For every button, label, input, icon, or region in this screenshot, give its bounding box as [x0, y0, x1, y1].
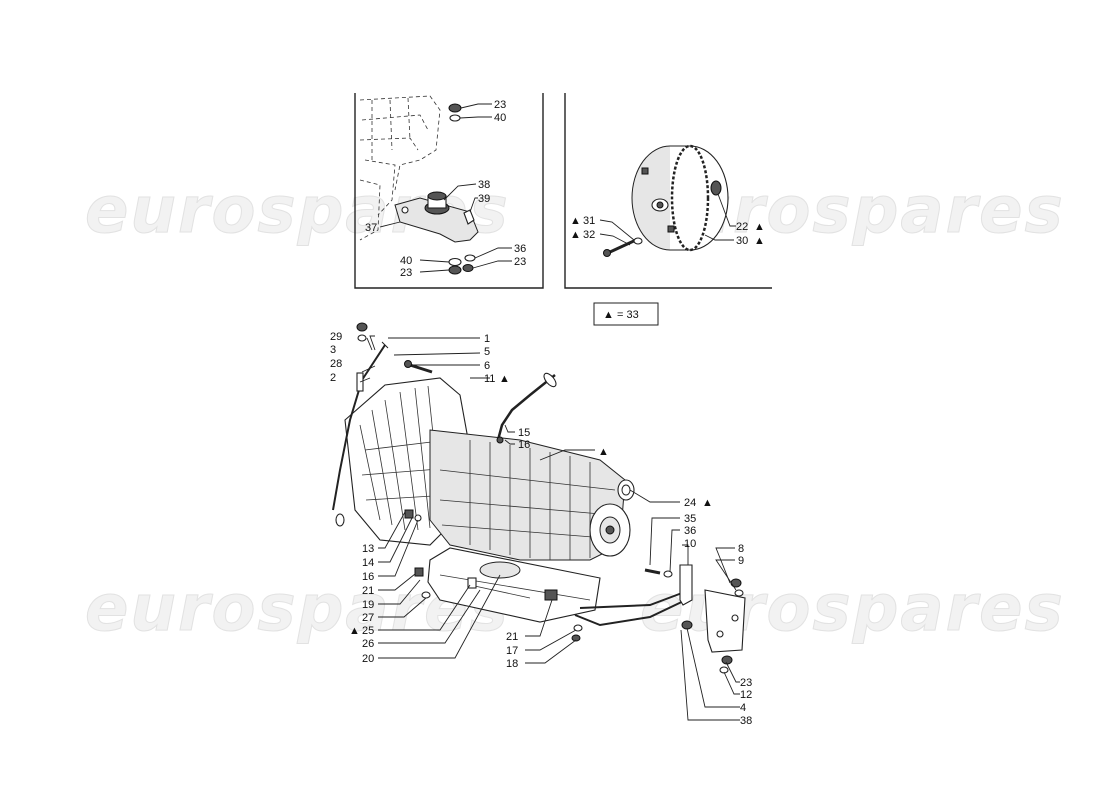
callout-label: 6 [484, 360, 490, 372]
callout-label: 23 [514, 256, 526, 268]
nut [448, 265, 462, 275]
legend-box: ▲ = 33 [593, 302, 659, 326]
triangle-marker: ▲ [570, 215, 581, 227]
watermark-text: eurospares [640, 572, 1065, 646]
callout-label: 23 [740, 677, 752, 689]
callout-label: 21 [506, 631, 518, 643]
nut [462, 264, 474, 272]
callout-label: 23 [494, 99, 506, 111]
drain-plug [544, 589, 558, 601]
callout-label: 4 [740, 702, 746, 714]
bracket-hole [401, 206, 409, 214]
callout-label: 37 [365, 222, 377, 234]
callout-label: 19 [362, 599, 374, 611]
callout-label: 36 [514, 243, 526, 255]
nut [448, 103, 462, 113]
callout-label: 21 [362, 585, 374, 597]
callout-label: 30 [736, 235, 748, 247]
callout-label: 16 [362, 571, 374, 583]
panel-frames [354, 93, 772, 289]
callout-label: 15 [518, 427, 530, 439]
mount-plate [704, 589, 746, 653]
callout-label: 23 [400, 267, 412, 279]
mount-detail: 23 40 38 39 37 36 40 23 23 [359, 95, 526, 279]
triangle-marker: ▲ [754, 221, 765, 233]
callout-label: 11 [484, 373, 495, 385]
bracket [679, 564, 693, 606]
triangle-marker: ▲ [570, 229, 581, 241]
callout-label: 2 [330, 372, 336, 384]
callout-label: 1 [484, 333, 490, 345]
callout-label: 13 [362, 543, 374, 555]
callout-label: 20 [362, 653, 374, 665]
callout-label: 31 [583, 215, 595, 227]
callout-label: 22 [736, 221, 748, 233]
washer [449, 114, 461, 122]
callout-label: 18 [506, 658, 518, 670]
callout-label: 38 [740, 715, 752, 727]
legend-text: = 33 [617, 309, 639, 321]
converter-panel-frame [564, 93, 772, 289]
callout-label: 12 [740, 689, 752, 701]
engine-outline [359, 95, 441, 241]
callout-label: 24 [684, 497, 696, 509]
triangle-marker: ▲ [499, 373, 510, 385]
callout-label: 8 [738, 543, 744, 555]
callout-label: 3 [330, 344, 336, 356]
callout-label: 29 [330, 331, 342, 343]
callout-label: 25 [362, 625, 374, 637]
callout-label: 27 [362, 612, 374, 624]
callout-label: 35 [684, 513, 696, 525]
callout-label: 38 [478, 179, 490, 191]
oil-filter [479, 561, 521, 579]
callout-label: 10 [684, 538, 696, 550]
callout-label: 36 [684, 525, 696, 537]
triangle-marker: ▲ [598, 446, 609, 458]
rubber-mount-top [427, 191, 447, 201]
washer [448, 257, 462, 267]
callout-label: 28 [330, 358, 342, 370]
callout-label: 32 [583, 229, 595, 241]
callout-label: 17 [506, 645, 518, 657]
mount-panel-frame [354, 93, 544, 289]
callout-label: 5 [484, 346, 490, 358]
callout-label: 16 [518, 439, 530, 451]
converter-detail: ▲ 31 ▲ 32 22 ▲ 30 ▲ [570, 144, 765, 257]
seal [710, 180, 722, 196]
clip [463, 209, 475, 225]
callout-label: 39 [478, 193, 490, 205]
callout-label: 14 [362, 557, 374, 569]
callout-label: 26 [362, 638, 374, 650]
triangle-marker: ▲ [349, 625, 360, 637]
transmission-assembly: 29 3 28 2 1 5 6 11 ▲ 15 16 ▲ 24 ▲ 35 36 … [330, 322, 752, 727]
torque-converter-rim [670, 145, 729, 251]
callout-label: 40 [494, 112, 506, 124]
triangle-marker: ▲ [754, 235, 765, 247]
legend-symbol: ▲ [603, 309, 614, 321]
washer [464, 254, 476, 262]
triangle-marker: ▲ [702, 497, 713, 509]
watermark-text: eurospares [85, 572, 510, 646]
callout-label: 40 [400, 255, 412, 267]
callout-label: 9 [738, 555, 744, 567]
